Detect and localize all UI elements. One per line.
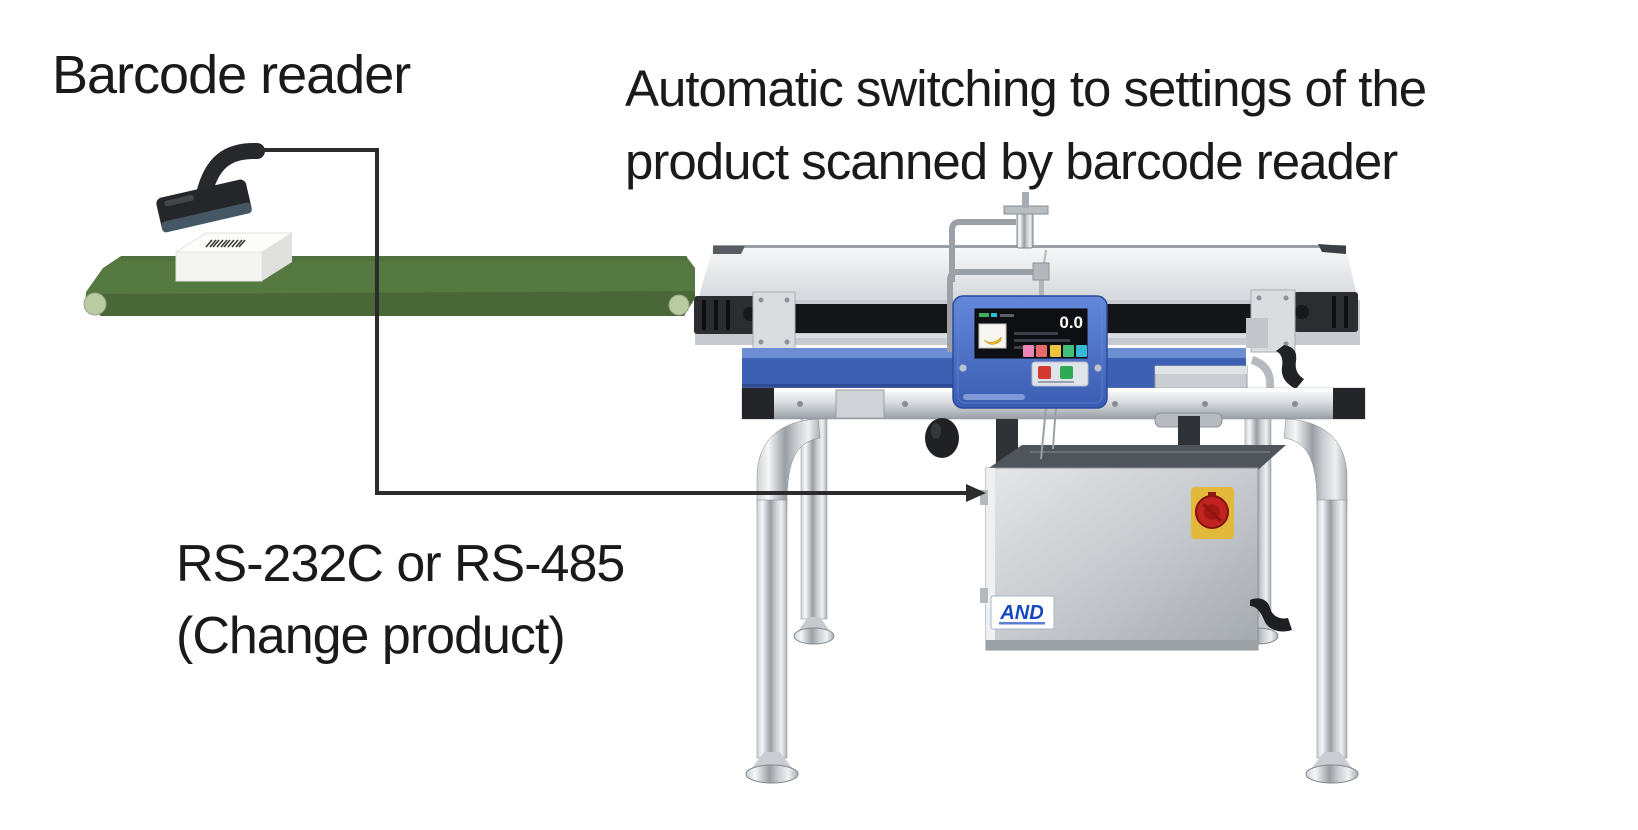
interface-label: RS-232C or RS-485 (Change product)	[176, 528, 625, 672]
emergency-stop-button	[1191, 487, 1234, 539]
brand-logo-text: AND	[999, 602, 1043, 624]
electronics-cabinet: AND	[980, 416, 1292, 651]
softkey-row	[1023, 345, 1087, 357]
panel-wire	[1040, 406, 1047, 460]
interface-label-line2: (Change product)	[176, 607, 566, 665]
right-roller-end-cap	[1294, 292, 1358, 332]
belt-roller-left	[83, 292, 107, 316]
barcode-mark	[205, 239, 246, 248]
adjust-knob	[925, 418, 959, 458]
control-panel: 0.0	[952, 295, 1108, 409]
stop-key	[1038, 366, 1051, 379]
interface-label-line1: RS-232C or RS-485	[176, 535, 625, 593]
checkweigher-machine: AND	[694, 192, 1366, 784]
connection-line	[258, 148, 986, 502]
belt-roller-right	[668, 294, 690, 316]
barcode-reader-illustration	[156, 142, 265, 233]
auto-switching-caption-line2: product scanned by barcode reader	[625, 133, 1398, 190]
barcode-reader-label: Barcode reader	[52, 45, 411, 105]
display-screen: 0.0	[974, 308, 1088, 359]
arrowhead	[966, 484, 986, 502]
product-box	[174, 232, 294, 282]
auto-switching-caption: Automatic switching to settings of the p…	[625, 52, 1427, 198]
weight-readout: 0.0	[1059, 313, 1083, 332]
start-key	[1060, 366, 1073, 379]
start-stop-keypad	[1031, 361, 1089, 387]
left-roller-end-cap	[694, 296, 757, 334]
height-guide-rods	[947, 192, 1050, 352]
product-thumbnail	[978, 323, 1007, 349]
cabinet-latch	[1250, 598, 1292, 632]
auto-switching-caption-line1: Automatic switching to settings of the	[625, 60, 1427, 117]
weigh-decks	[700, 244, 1356, 302]
brand-logo: AND	[990, 595, 1055, 630]
machine-front-legs	[745, 418, 1359, 784]
